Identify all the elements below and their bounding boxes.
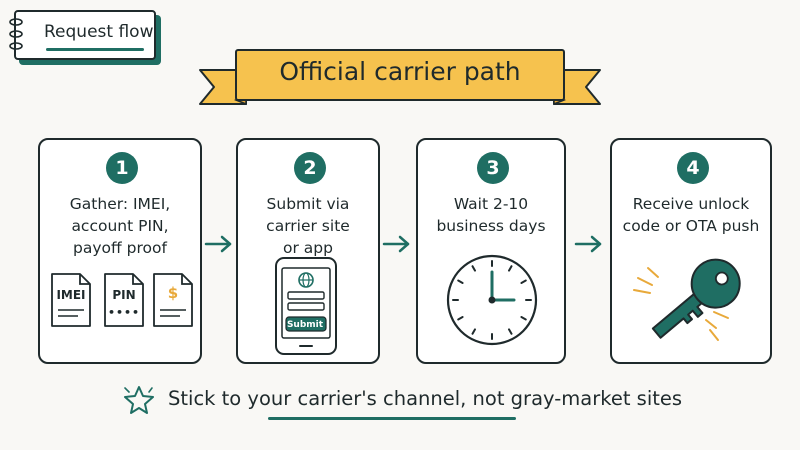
spiral-ring-icon (9, 18, 23, 26)
globe-icon (298, 272, 314, 288)
step-text-line: code or OTA push (622, 217, 760, 235)
submit-button: Submit (286, 320, 324, 330)
footer-tip: Stick to your carrier's channel, not gra… (168, 387, 683, 410)
spiral-ring-icon (9, 30, 23, 38)
request-flow-tag: Request flow (9, 10, 164, 66)
tag-underline (46, 48, 144, 51)
step-text-line: Gather: IMEI, (69, 195, 171, 213)
step-description: Wait 2-10 business days (418, 193, 564, 237)
document-icon (153, 273, 193, 327)
document-label: IMEI (56, 288, 86, 302)
footer-underline (268, 417, 516, 420)
document-icon (51, 273, 91, 327)
step-text-line: Wait 2-10 (453, 195, 529, 213)
arrow-right-icon (574, 235, 602, 253)
step-text-line: account PIN, (71, 217, 169, 235)
key-icon (633, 258, 741, 341)
tag-label: Request flow (44, 22, 154, 42)
step-text-line: Submit via (266, 195, 350, 213)
step-description: Receive unlock code or OTA push (612, 193, 770, 237)
arrow-right-icon (204, 235, 232, 253)
imei-document-icon: IMEI (50, 272, 92, 328)
document-icon (104, 273, 144, 327)
step-description: Gather: IMEI, account PIN, payoff proof (40, 193, 200, 259)
step-text-line: Receive unlock (632, 195, 750, 213)
pin-mask: •••• (107, 306, 141, 319)
step-number-badge: 4 (677, 152, 709, 184)
clock-icon (446, 254, 538, 346)
phone-icon (275, 257, 337, 355)
step-text-line: payoff proof (73, 239, 167, 257)
step-text-line: carrier site (266, 217, 350, 235)
notebook-icon (14, 10, 156, 60)
step-number-badge: 2 (294, 152, 326, 184)
document-label: PIN (112, 288, 136, 302)
step-description: Submit via carrier site or app (238, 193, 378, 259)
spiral-ring-icon (9, 42, 23, 50)
step-number-badge: 1 (106, 152, 138, 184)
banner-title: Official carrier path (279, 57, 521, 86)
step-text-line: or app (283, 239, 333, 257)
pin-document-icon: PIN •••• (103, 272, 145, 328)
star-icon (124, 386, 154, 414)
arrow-right-icon (382, 235, 410, 253)
dollar-sign: $ (167, 284, 179, 302)
step-card-4: 4 Receive unlock code or OTA push (610, 138, 772, 364)
banner-ribbon (199, 49, 601, 106)
step-card-1: 1 Gather: IMEI, account PIN, payoff proo… (38, 138, 202, 364)
step-number-badge: 3 (477, 152, 509, 184)
step-text-line: business days (436, 217, 546, 235)
payoff-document-icon: $ (152, 272, 194, 328)
